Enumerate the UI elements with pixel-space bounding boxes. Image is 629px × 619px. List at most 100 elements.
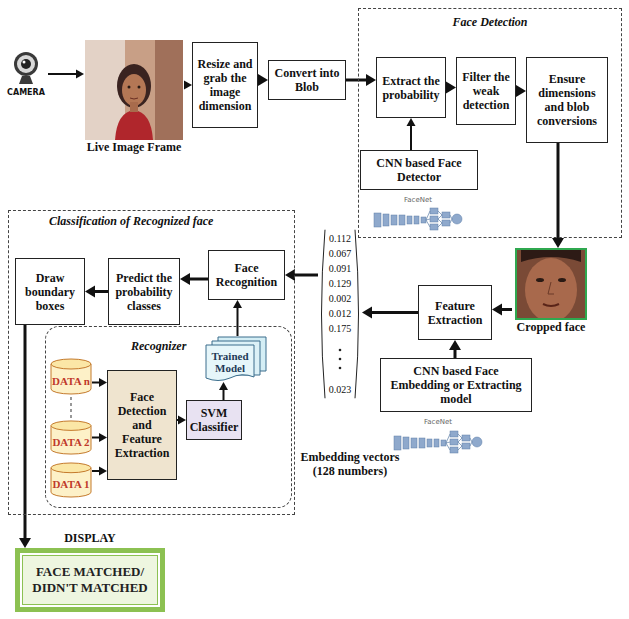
connector-line [557, 143, 560, 239]
connector-line [501, 308, 512, 311]
arrow-head [180, 273, 190, 285]
connector-line [92, 437, 100, 439]
camera-symbol [11, 50, 41, 86]
connector-line [410, 125, 412, 150]
box-text: CNN based Face Embedding or Extracting m… [384, 364, 528, 406]
display-text: FACE MATCHED/ DIDN'T MATCHED [24, 564, 156, 596]
connector-line [223, 389, 225, 400]
connector-arrow [233, 300, 242, 336]
model-box: CNN based Face Embedding or Extracting m… [380, 358, 532, 412]
classifier-box: SVM Classifier [186, 400, 242, 440]
data-label: DATA 2 [52, 436, 89, 448]
connector-arrow [285, 269, 318, 281]
model-documents: Trained Model [205, 336, 267, 382]
connector-line [454, 349, 457, 358]
process-box: Ensure dimensions and blob conversions [526, 57, 608, 143]
group-region: Face DetectionExtract the probability Fil… [358, 8, 622, 238]
connector-arrow [346, 74, 376, 86]
box-text: Predict the probability classes [112, 271, 176, 313]
ellipsis-dots [318, 336, 362, 382]
display-heading: DISPLAY [20, 531, 160, 545]
cropped-photo [515, 248, 587, 320]
box-text: SVM Classifier [190, 406, 239, 434]
connector-arrow [180, 273, 208, 285]
live-photo [85, 40, 183, 140]
process-box: Predict the probability classes [108, 258, 180, 325]
box-text: Face Recognition [212, 261, 281, 289]
display-box: DISPLAYFACE MATCHED/ DIDN'T MATCHED [15, 548, 165, 612]
arrow-head [99, 378, 107, 387]
connector-arrow [219, 382, 228, 400]
process-box: Face Detection and Feature Extraction [107, 370, 177, 480]
vector-value: 0.091 [318, 261, 362, 276]
connector-arrow [48, 70, 84, 79]
database-cylinder: DATA 1 [50, 462, 92, 498]
arrow-head [99, 467, 107, 476]
embedding-vector: 0.1120.0670.0910.1290.0020.0120.175 0.02… [318, 228, 362, 400]
connector-arrow [92, 378, 107, 387]
connector-line [346, 79, 367, 82]
group-region: Recognizer DATA n DATA 2 DATA 1Face Dete… [45, 326, 292, 508]
connector-line [189, 278, 208, 281]
arrow-head [219, 382, 228, 390]
arrow-head [76, 70, 84, 79]
connector-arrow [516, 85, 526, 97]
box-text: Convert into Blob [272, 66, 342, 94]
vector-value: 0.002 [318, 291, 362, 306]
connector-arrow [92, 433, 107, 442]
vector-value: 0.112 [318, 231, 362, 246]
process-box: Convert into Blob [268, 60, 346, 100]
arrow-head [446, 82, 456, 94]
arrow-head [366, 74, 376, 86]
arrow-head [285, 269, 295, 281]
connector-line [294, 274, 318, 277]
vector-value: 0.175 [318, 321, 362, 336]
database-cylinder: DATA n [50, 358, 92, 395]
connector-arrow [177, 416, 186, 425]
box-text: Draw boundary boxes [19, 271, 81, 313]
connector-line [94, 290, 108, 293]
database-cylinder: DATA 2 [50, 420, 92, 455]
arrow-head [516, 85, 526, 97]
connector-line [92, 470, 100, 472]
process-box: Extract the probability [376, 57, 446, 118]
box-text: Ensure dimensions and blob conversions [530, 72, 604, 128]
box-text: Face Detection and Feature Extraction [111, 390, 173, 460]
process-box: Filter the weak detection [456, 57, 516, 125]
connector-line [371, 311, 418, 314]
connector-arrow [362, 307, 418, 319]
data-label: DATA n [52, 375, 90, 387]
connector-arrow [449, 340, 461, 358]
arrow-head [85, 286, 95, 298]
arrow-head [178, 416, 186, 425]
arrow-head [258, 74, 268, 86]
connector-line [48, 73, 77, 75]
connector-arrow [492, 304, 512, 316]
vector-value: 0.023 [318, 382, 362, 397]
arrow-head [184, 81, 192, 90]
process-box: Face Recognition [208, 250, 285, 300]
connector-line [92, 382, 100, 384]
process-box: Resize and grab the image dimension [192, 42, 258, 128]
connector-arrow [552, 143, 564, 248]
connector-arrow [407, 118, 416, 150]
data-label: DATA 1 [52, 478, 89, 490]
network-illustration [372, 205, 472, 233]
process-box: Feature Extraction [418, 285, 492, 340]
image-frame: Cropped face [512, 248, 590, 334]
dashed-continuation [66, 396, 76, 420]
vector-value: 0.067 [318, 246, 362, 261]
camera-icon: CAMERA [4, 50, 48, 98]
vector-value: 0.012 [318, 306, 362, 321]
connector-line [24, 325, 27, 539]
group-region: Classification of Recognized faceFace Re… [8, 210, 295, 515]
connector-arrow [184, 81, 192, 90]
box-text: Extract the probability [380, 74, 442, 102]
model-name: FaceNet [396, 196, 440, 205]
process-box: Draw boundary boxes [15, 258, 85, 325]
connector-arrow [85, 286, 108, 298]
region-heading: Face Detection [359, 15, 621, 29]
caption-text: Live Image Frame [84, 140, 184, 154]
image-frame: Live Image Frame [84, 40, 184, 154]
